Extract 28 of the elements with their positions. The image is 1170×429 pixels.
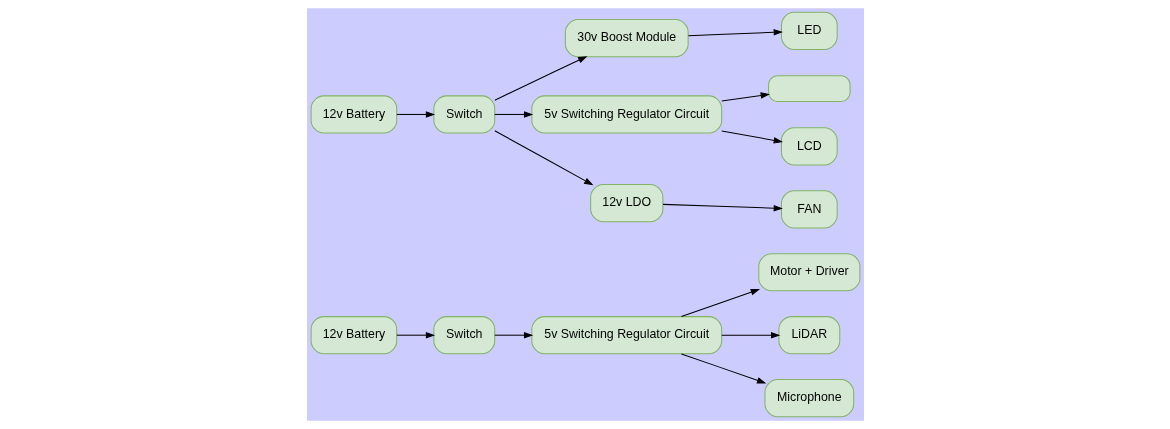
arrow [493, 56, 587, 101]
node-box: 12v LDO [589, 184, 663, 223]
arrow [687, 29, 783, 37]
node-box: LiDAR [777, 316, 840, 355]
arrow [395, 111, 435, 118]
arrow [493, 111, 533, 118]
node-box: 12v Battery [310, 316, 397, 355]
node-box: 5v Switching Regulator Circuit [530, 95, 722, 134]
node-box: Switch [432, 95, 495, 134]
node-box: Switch [432, 316, 495, 355]
node-box: LED [780, 11, 838, 50]
node-box: 30v Boost Module [564, 19, 689, 58]
arrow [720, 92, 770, 102]
arrow [662, 203, 783, 212]
arrow [493, 331, 533, 339]
arrow [720, 331, 780, 339]
arrow [720, 130, 783, 144]
node-box: 5v Switching Regulator Circuit [530, 316, 722, 355]
node-box: FAN [780, 190, 838, 229]
node-box: Microphone [763, 379, 854, 418]
node-box: 12v Battery [310, 95, 397, 134]
arrow [680, 353, 766, 384]
node-box: LCD [780, 127, 838, 166]
arrow [493, 130, 593, 186]
arrow [395, 331, 435, 339]
node-box: Motor + Driver [757, 253, 860, 292]
node-box [767, 75, 851, 103]
arrow [680, 289, 760, 317]
